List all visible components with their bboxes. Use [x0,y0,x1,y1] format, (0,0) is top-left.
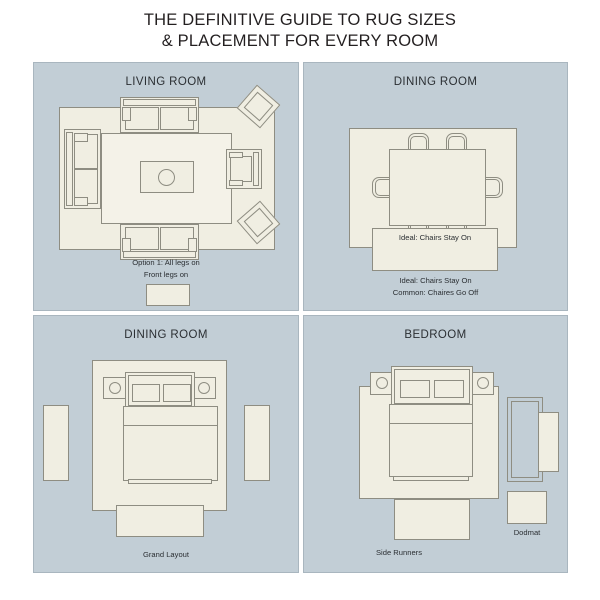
living-room-sofa-bottom-arm-left [122,238,131,252]
panel-dining-room-2-title: DINING ROOM [124,329,208,341]
bedroom-doormat [507,491,547,524]
living-room-sofa-top-arm-left [122,107,131,121]
living-room-armchair-right-back [253,152,259,186]
panel-bedroom[interactable]: BEDROOM Dod [303,315,568,573]
living-room-rug [101,133,232,224]
living-room-sofa-bottom-back [123,251,196,258]
bedroom-bed-blanket [389,404,473,424]
living-room-sofa-top-arm-right [188,107,197,121]
bedroom-pillow-right [434,380,464,398]
bedroom-desk [507,397,543,482]
living-room-sofa-left-arm-top [74,133,88,142]
panel-dining-room-chairs[interactable]: DINING ROOM Ideal: Chairs Stay On [303,62,568,311]
living-room-armchair-right-arm-top [229,152,243,158]
living-room-table-accent-icon [158,169,175,186]
grand-layout-pillow-right [163,384,191,402]
living-room-sofa-left-arm-bottom [74,197,88,206]
bedroom-pillow-left [400,380,430,398]
dining-room-rug-small[interactable]: Ideal: Chairs Stay On [372,228,498,271]
grand-layout-runner-left [43,405,69,481]
living-room-caption-1: Option 1: All legs on [132,258,200,267]
page-title: THE DEFINITIVE GUIDE TO RUG SIZES & PLAC… [0,10,600,52]
grand-layout-runner-right [244,405,270,481]
dining-room-rug-small-label: Ideal: Chairs Stay On [398,233,472,242]
grand-layout-bed-footboard [128,479,212,484]
grand-layout-bed-blanket [123,406,218,426]
grand-layout-caption: Grand Layout [142,550,189,559]
bedroom-bed-footboard [393,476,469,481]
panel-living-room[interactable]: LIVING ROOM [33,62,299,311]
living-room-sofa-left-back [66,132,73,206]
panel-dining-room-1-title: DINING ROOM [393,76,478,88]
bedroom-headboard-inner [394,369,470,404]
grand-layout-headboard-inner [128,375,192,406]
grand-layout-lamp-right-icon [198,382,210,394]
bedroom-lamp-right-icon [477,377,489,389]
panel-dining-room-grand-layout[interactable]: DINING ROOM Grand Layout [33,315,299,573]
bedroom-desk-chair [538,412,559,472]
bedroom-lamp-left-icon [376,377,388,389]
living-room-sofa-bottom-arm-right [188,238,197,252]
panel-living-room-title: LIVING ROOM [125,76,207,88]
living-room-sofa-bottom [120,224,199,260]
grand-layout-pillow-left [132,384,160,402]
dining-room-1-caption-1: Ideal: Chairs Stay On [399,276,472,285]
living-room-caption-2: Front legs on [143,270,189,279]
bedroom-caption: Side Runners [375,548,422,557]
living-room-armchair-right-arm-bottom [229,180,243,186]
panel-grid: LIVING ROOM [33,62,568,573]
living-room-rug-swatch [146,284,190,306]
dining-room-1-caption-2: Common: Chaires Go Off [392,288,479,297]
grand-layout-lamp-left-icon [109,382,121,394]
dining-room-table [389,149,486,226]
bedroom-runner-foot [394,499,470,540]
bedroom-doormat-label: Dodmat [513,528,541,537]
panel-bedroom-title: BEDROOM [404,329,467,341]
living-room-sofa-top-back [123,99,196,106]
page-title-line-1: THE DEFINITIVE GUIDE TO RUG SIZES [143,11,457,29]
bedroom-desk-inner [511,401,539,478]
living-room-sofa-top [120,97,199,133]
page-title-line-2: & PLACEMENT FOR EVERY ROOM [161,32,439,50]
living-room-armchair-right-seat [230,156,252,182]
grand-layout-runner-foot [116,505,204,537]
